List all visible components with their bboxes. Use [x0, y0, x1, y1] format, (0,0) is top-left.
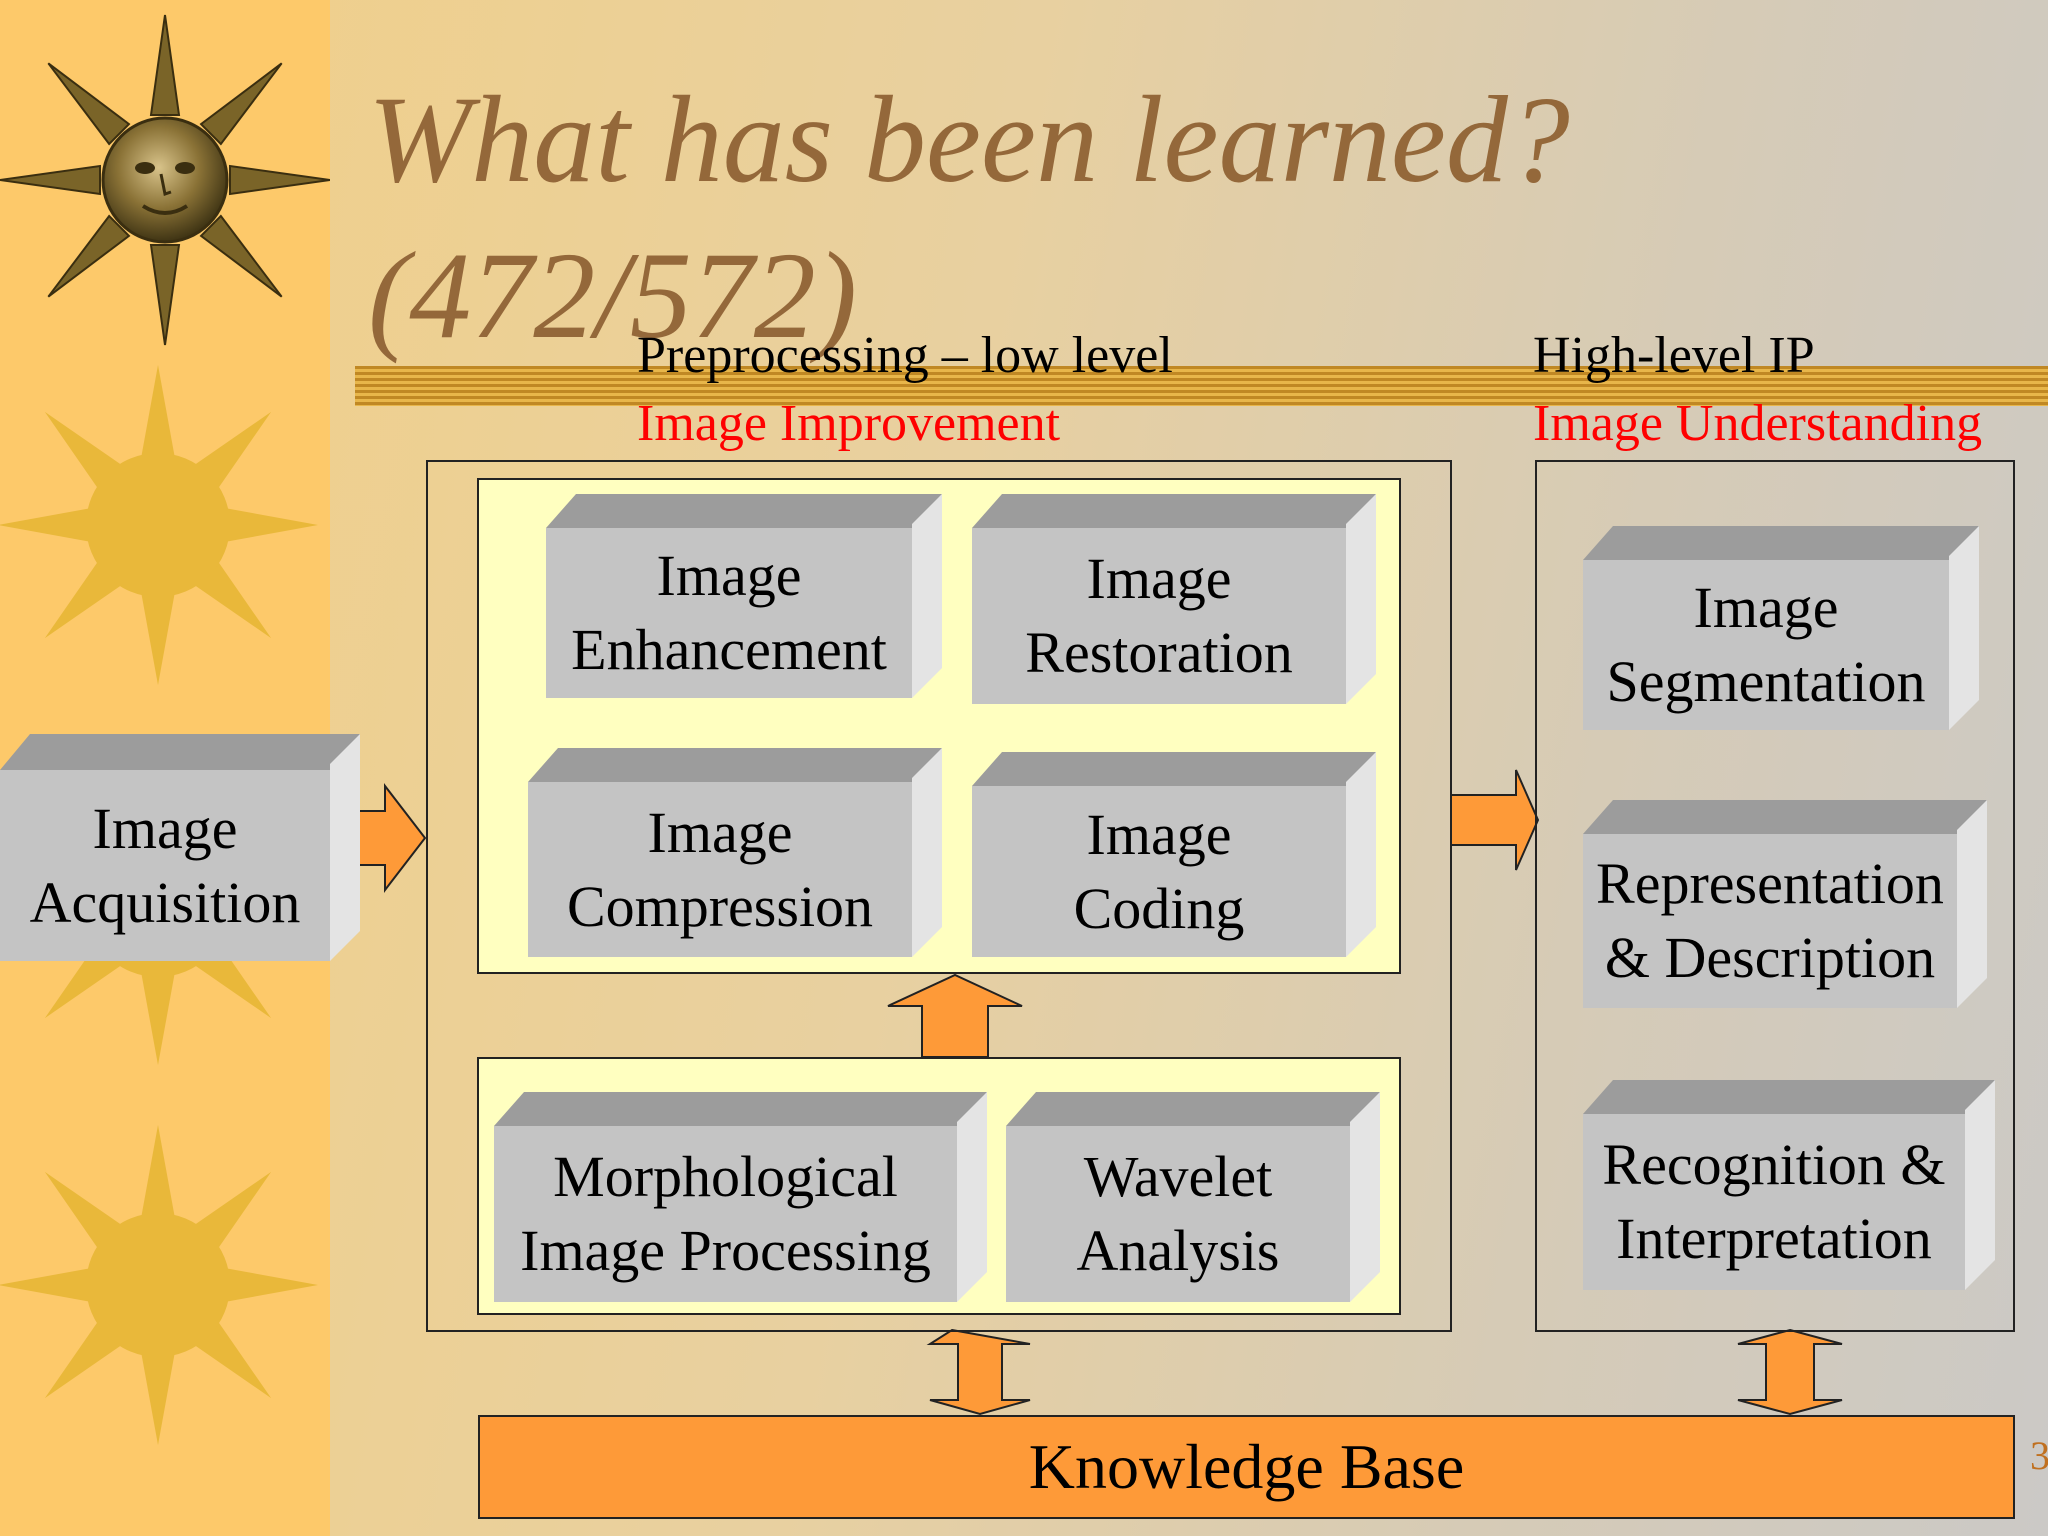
title-underline-bar — [355, 366, 2048, 406]
image-improvement-subheading: Image Improvement — [637, 395, 1061, 452]
arrow-knowledge-base-left — [926, 1328, 1031, 1416]
arrow-knowledge-base-right — [1737, 1328, 1843, 1416]
sun-icon — [0, 365, 318, 685]
preprocessing-heading: Preprocessing – low level — [637, 327, 1173, 384]
title-line-1: What has been learned? — [368, 71, 1570, 208]
arrow-panel-up — [887, 973, 1023, 1058]
preprocessing-group — [426, 460, 1452, 1332]
arrow-preprocessing-to-understanding — [1450, 769, 1540, 871]
representation-description-block: Representation& Description — [1583, 800, 1987, 1008]
recognition-interpretation-block: Recognition &Interpretation — [1583, 1080, 1995, 1290]
sun-icon — [0, 1125, 318, 1445]
knowledge-base-bar: Knowledge Base — [478, 1415, 2015, 1519]
slide-title: What has been learned? (472/572) — [368, 62, 1768, 374]
metallic-sun-icon — [0, 14, 331, 346]
high-level-ip-heading: High-level IP — [1533, 327, 1815, 384]
page-number: 3 — [2030, 1433, 2048, 1478]
title-line-2: (472/572) — [368, 227, 858, 364]
image-understanding-subheading: Image Understanding — [1533, 395, 1983, 452]
high-level-group — [1535, 460, 2015, 1332]
knowledge-base-label: Knowledge Base — [1028, 1431, 1465, 1502]
